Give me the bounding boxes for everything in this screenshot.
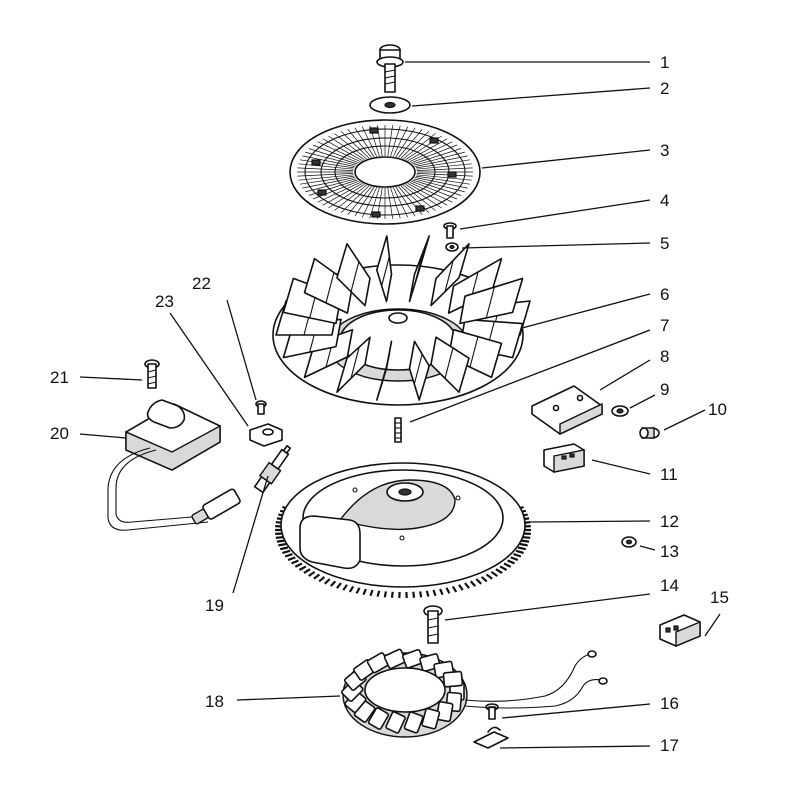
leader-line-7 (409, 329, 651, 423)
callout-label-3: 3 (660, 141, 669, 160)
callout-label-16: 16 (660, 694, 679, 713)
callout-label-14: 14 (660, 576, 679, 595)
callout-label-11: 11 (660, 465, 678, 484)
part-17-clamp (473, 726, 509, 749)
callout-label-18: 18 (205, 692, 224, 711)
part-20-ignition-module (107, 399, 241, 531)
callout-label-8: 8 (660, 347, 669, 366)
part-14-bolt (423, 605, 443, 644)
callout-label-10: 10 (708, 400, 727, 419)
part-4-screw (443, 222, 457, 239)
callout-label-15: 15 (710, 588, 729, 607)
part-15-connector (659, 614, 701, 648)
part-7-pin (394, 417, 402, 443)
leader-line-21 (79, 376, 143, 381)
callout-label-4: 4 (660, 191, 669, 210)
part-11-block (543, 443, 585, 473)
callout-label-17: 17 (660, 736, 679, 755)
part-23-clip (249, 423, 283, 447)
part-6-fan (272, 235, 531, 406)
part-16-screw (485, 703, 499, 720)
part-19-spark-plug (253, 445, 292, 494)
callout-label-7: 7 (660, 316, 669, 335)
leader-line-4 (459, 199, 651, 230)
leader-line-18 (236, 695, 341, 701)
callout-label-19: 19 (205, 596, 224, 615)
part-1-bolt (376, 44, 404, 93)
callout-label-5: 5 (660, 234, 669, 253)
part-12-flywheel (275, 462, 531, 599)
leader-line-19 (232, 475, 269, 594)
callout-label-2: 2 (660, 79, 669, 98)
leader-line-20 (79, 433, 127, 439)
callout-label-12: 12 (660, 512, 679, 531)
leader-line-16 (501, 703, 651, 719)
callout-label-9: 9 (660, 380, 669, 399)
callout-label-21: 21 (50, 368, 69, 387)
leader-line-22 (226, 299, 257, 401)
part-13-washer (621, 536, 637, 548)
leader-line-3 (481, 149, 651, 169)
leader-line-5 (461, 242, 651, 249)
part-2-washer (369, 96, 411, 114)
callout-label-13: 13 (660, 542, 679, 561)
callout-label-6: 6 (660, 285, 669, 304)
part-3-grass-screen (289, 119, 481, 225)
callout-leaders (79, 61, 721, 749)
leader-line-2 (411, 87, 651, 107)
callout-label-22: 22 (192, 274, 211, 293)
leader-line-14 (444, 593, 651, 621)
leader-line-8 (599, 359, 651, 391)
leader-line-10 (663, 409, 706, 431)
leader-line-15 (704, 613, 721, 637)
leader-line-23 (169, 312, 249, 427)
leader-line-11 (591, 459, 651, 475)
part-9-washer (611, 405, 629, 417)
part-10-screw (639, 427, 660, 439)
part-8-plate (531, 385, 603, 436)
part-22-screw (255, 400, 267, 415)
leader-line-6 (521, 293, 651, 329)
part-21-screw (144, 359, 160, 389)
callout-label-20: 20 (50, 424, 69, 443)
leader-line-17 (499, 745, 651, 749)
callout-label-23: 23 (155, 292, 174, 311)
leader-line-9 (629, 394, 656, 409)
leader-line-12 (529, 520, 651, 523)
callout-label-1: 1 (660, 53, 669, 72)
leader-line-13 (639, 545, 656, 551)
part-5-spacer (445, 242, 459, 252)
part-18-stator (341, 648, 608, 738)
